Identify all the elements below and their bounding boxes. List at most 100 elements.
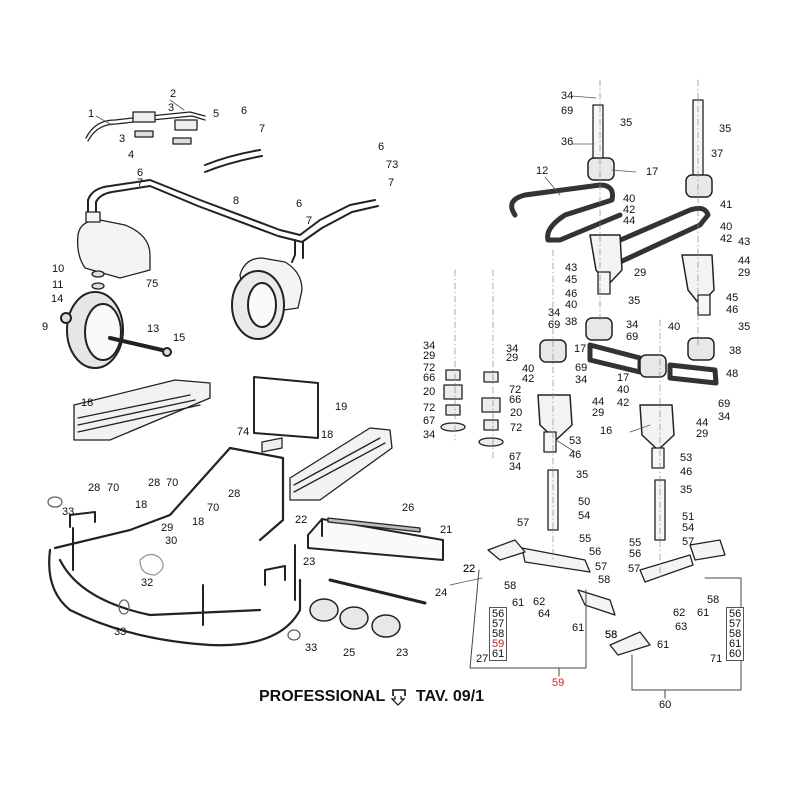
callout-22: 22 xyxy=(463,563,476,575)
callout-29: 29 xyxy=(738,267,751,279)
callout-55: 55 xyxy=(579,533,592,545)
callout-21: 21 xyxy=(440,524,453,536)
callout-17: 17 xyxy=(574,343,587,355)
callout-26: 26 xyxy=(402,502,415,514)
callout-38: 38 xyxy=(729,345,742,357)
callout-46: 46 xyxy=(569,449,582,461)
callout-54: 54 xyxy=(578,510,591,522)
gasket-part-32 xyxy=(139,553,164,576)
callout-17: 17 xyxy=(646,166,659,178)
callout-74: 74 xyxy=(237,426,250,438)
callout-16: 16 xyxy=(600,425,613,437)
callout-34: 34 xyxy=(423,340,436,352)
callout-29: 29 xyxy=(634,267,647,279)
callout-29: 29 xyxy=(592,407,605,419)
callout-70: 70 xyxy=(166,477,179,489)
belt-part-12 xyxy=(509,182,623,243)
front-caster-left xyxy=(77,211,151,279)
kit-60-item: 56 xyxy=(729,608,742,620)
callout-10: 10 xyxy=(52,263,65,275)
callout-3: 3 xyxy=(168,102,175,114)
callout-50: 50 xyxy=(578,496,591,508)
callout-35: 35 xyxy=(719,123,732,135)
callout-60: 60 xyxy=(659,699,672,711)
callout-40: 40 xyxy=(617,384,630,396)
callout-34: 34 xyxy=(718,411,731,423)
callout-45: 45 xyxy=(565,274,578,286)
cover-plate-part-19 xyxy=(253,376,319,439)
callout-45: 45 xyxy=(726,292,739,304)
bracket-part-74 xyxy=(261,437,283,453)
callout-15: 15 xyxy=(173,332,186,344)
callout-42: 42 xyxy=(522,373,535,385)
callout-18: 18 xyxy=(192,516,205,528)
callout-40: 40 xyxy=(522,363,535,375)
callout-18: 18 xyxy=(321,429,334,441)
callout-28: 28 xyxy=(148,477,161,489)
callout-41: 41 xyxy=(720,199,733,211)
callout-70: 70 xyxy=(107,482,120,494)
callout-4: 4 xyxy=(128,149,135,161)
rollers-part-25 xyxy=(309,598,401,638)
callout-75: 75 xyxy=(146,278,159,290)
callout-53: 53 xyxy=(680,452,693,464)
callout-37: 37 xyxy=(711,148,724,160)
callout-69: 69 xyxy=(561,105,574,117)
rod-part-24 xyxy=(328,578,427,605)
callout-42: 42 xyxy=(617,397,630,409)
callout-28: 28 xyxy=(228,488,241,500)
callout-48: 48 xyxy=(726,368,739,380)
callout-57: 57 xyxy=(517,517,530,529)
spindle-housings-part-16 xyxy=(537,394,675,451)
callout-61: 61 xyxy=(572,622,585,634)
diagram-title-bar: PROFESSIONAL TAV. 09/1 xyxy=(259,688,484,706)
callout-23: 23 xyxy=(303,556,316,568)
callout-61: 61 xyxy=(657,639,670,651)
callout-64: 64 xyxy=(538,608,551,620)
idler-stack-right xyxy=(478,371,504,447)
callout-72: 72 xyxy=(509,384,522,396)
callout-6: 6 xyxy=(241,105,248,117)
rear-guard-part-21 xyxy=(307,518,444,561)
callout-34: 34 xyxy=(548,307,561,319)
deck-handles xyxy=(69,511,296,626)
kit-60-item: 57 xyxy=(729,618,742,630)
callout-29: 29 xyxy=(696,428,709,440)
callout-30: 30 xyxy=(165,535,178,547)
callout-34: 34 xyxy=(506,343,519,355)
callout-42: 42 xyxy=(623,204,636,216)
callout-1: 1 xyxy=(88,108,95,120)
kit-60-item: 61 xyxy=(729,638,742,650)
callout-2: 2 xyxy=(170,88,177,100)
callout-57: 57 xyxy=(628,563,641,575)
callout-43: 43 xyxy=(738,236,751,248)
callout-19: 19 xyxy=(335,401,348,413)
page-turn-arrow-icon[interactable] xyxy=(389,688,411,706)
callout-5: 5 xyxy=(213,108,220,120)
callout-24: 24 xyxy=(435,587,448,599)
kit-59-item-highlight[interactable]: 59 xyxy=(492,638,505,650)
kit-60-list: 56 57 58 61 60 xyxy=(726,607,745,661)
kit-59-list: 56 57 58 59 61 xyxy=(489,607,508,661)
callout-35: 35 xyxy=(628,295,641,307)
callout-29: 29 xyxy=(506,352,519,364)
callout-72: 72 xyxy=(423,362,436,374)
callout-62: 62 xyxy=(673,607,686,619)
callout-44: 44 xyxy=(592,396,605,408)
callout-35: 35 xyxy=(620,117,633,129)
kit-59-item: 56 xyxy=(492,608,505,620)
callout-6: 6 xyxy=(296,198,303,210)
callout-58: 58 xyxy=(598,574,611,586)
callout-9: 9 xyxy=(42,321,49,333)
callout-11: 11 xyxy=(52,279,64,291)
callout-46: 46 xyxy=(680,466,693,478)
callout-58: 58 xyxy=(605,629,618,641)
callout-40: 40 xyxy=(668,321,681,333)
callout-7: 7 xyxy=(388,177,395,189)
pulleys-part-38 xyxy=(585,317,715,361)
callout-35: 35 xyxy=(680,484,693,496)
callout-20: 20 xyxy=(510,407,523,419)
callout-59-kit[interactable]: 59 xyxy=(552,677,565,689)
callout-71: 71 xyxy=(710,653,723,665)
kit-59-item: 61 xyxy=(492,648,505,660)
